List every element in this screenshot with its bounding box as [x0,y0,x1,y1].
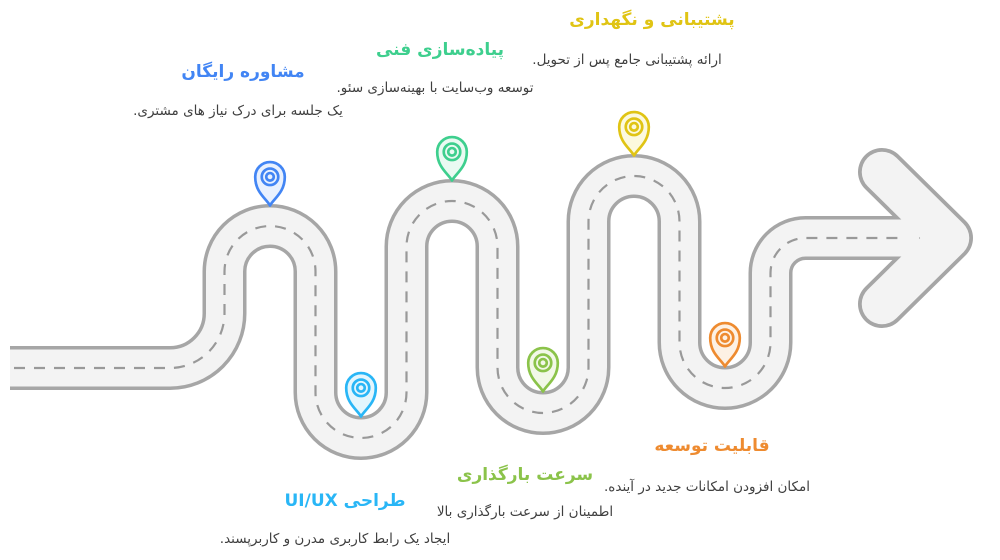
pin-ring-inner [537,357,549,368]
milestone-support-title: پشتیبانی و نگهداری [569,10,735,30]
milestone-uiux-title: طراحی UI/UX [284,491,406,511]
milestone-uiux-subtitle: ایجاد یک رابط کاربری مدرن و کاربرپسند. [219,531,451,547]
pin-ring-inner [446,146,458,157]
milestone-support-subtitle: ارائه پشتیبانی جامع پس از تحویل. [532,52,722,68]
arrow-head-icon [861,151,970,325]
pin-ring-inner [628,121,640,132]
milestone-consultation-title: مشاوره رایگان [181,62,305,82]
milestone-speed-title: سرعت بارگذاری [456,465,594,485]
road-centerline-dashes [14,174,906,440]
pin-support-icon [617,110,651,157]
pin-scalability-icon [708,321,742,368]
pin-uiux-icon [344,371,378,418]
pin-implementation-icon [435,135,469,182]
pin-ring-outer [442,142,462,162]
pin-ring-outer [533,353,553,373]
pin-ring-inner [719,332,731,343]
milestone-implementation-subtitle: توسعه وب‌سایت با بهینه‌سازی سئو. [336,80,534,96]
milestone-scalability-title: قابلیت توسعه [654,436,770,456]
milestone-consultation-subtitle: یک جلسه برای درک نیاز های مشتری. [133,103,343,119]
pin-ring-outer [715,328,735,348]
milestone-scalability-subtitle: امکان افزودن امکانات جدید در آینده. [604,479,810,495]
pin-ring-outer [260,167,280,187]
pin-ring-outer [351,378,371,398]
road-surface [10,157,918,457]
pin-ring-inner [264,171,276,182]
pin-ring-outer [624,117,644,137]
pin-speed-icon [526,346,560,393]
milestone-implementation-title: پیاده‌سازی فنی [375,40,505,60]
pin-consultation-icon [253,160,287,207]
milestone-speed-subtitle: اطمینان از سرعت بارگذاری بالا [436,504,614,520]
pin-ring-inner [355,382,367,393]
